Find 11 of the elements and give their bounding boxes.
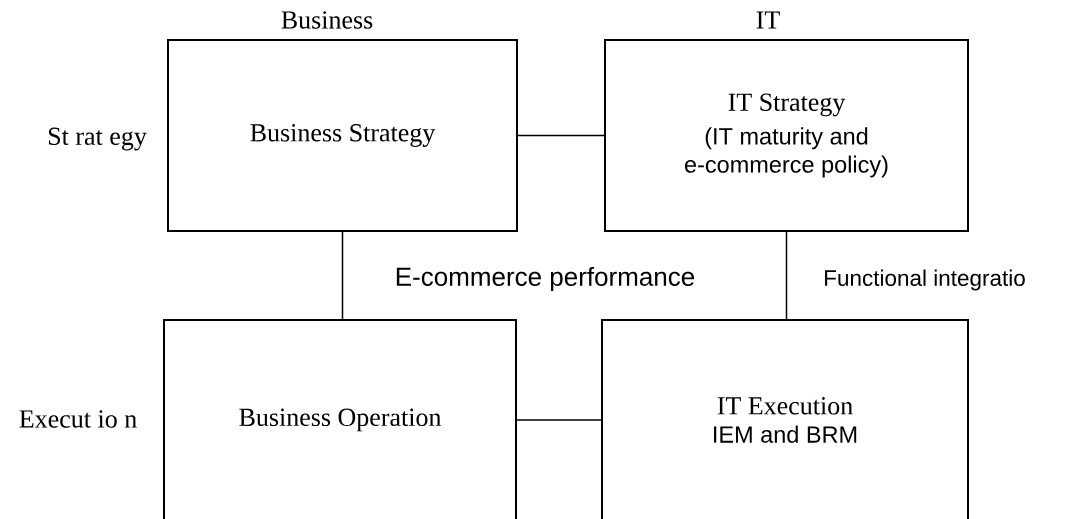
connector-line: [341, 231, 344, 321]
label: Execut io n: [19, 410, 137, 428]
box: Business Strategy: [167, 39, 518, 232]
box: IT Execution IEM and BRM: [601, 319, 969, 519]
box: IT Strategy (IT maturity and e-commerce policy): [604, 39, 969, 232]
label: E-commerce performance: [396, 266, 695, 292]
box: Business Operation: [163, 319, 517, 519]
connector-line: [785, 231, 788, 321]
connector-line: [517, 134, 605, 137]
connector-line: [515, 419, 603, 421]
label: Functional integratio: [825, 269, 1025, 291]
